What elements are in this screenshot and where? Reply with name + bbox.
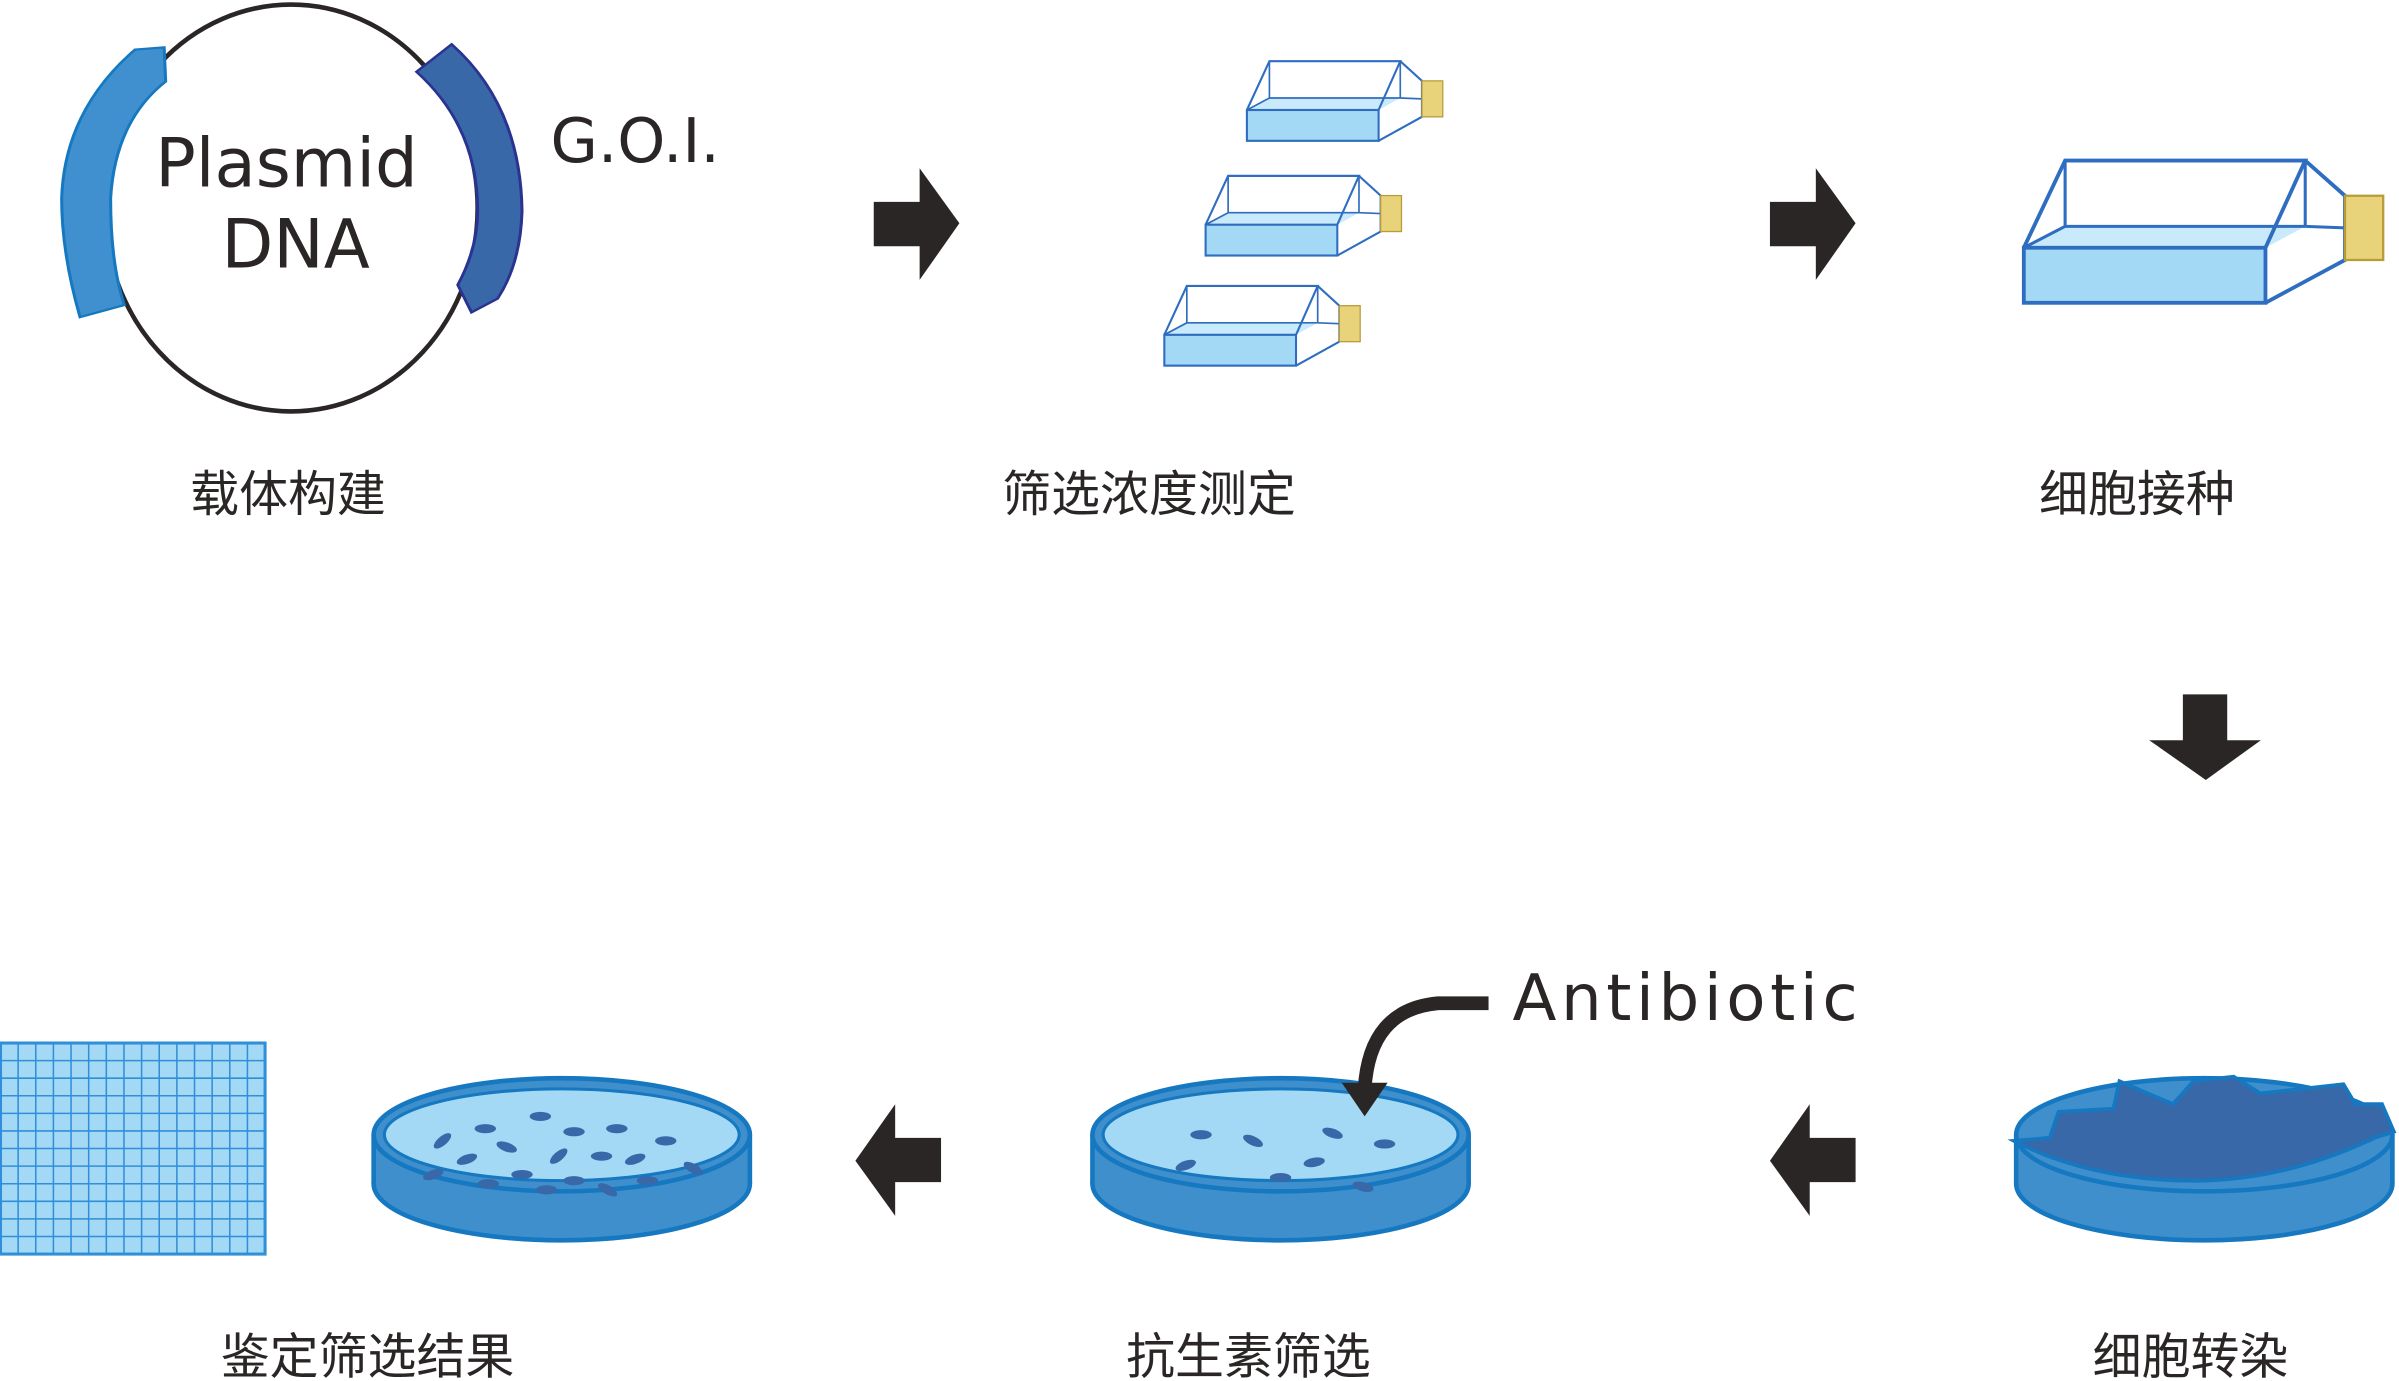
step-label-transfection: 细胞转染 bbox=[2093, 1328, 2289, 1381]
plasmid-marker-left bbox=[60, 46, 168, 319]
plasmid-label-dna: DNA bbox=[222, 206, 370, 284]
arrow-right-icon bbox=[873, 168, 960, 280]
arrow-left-icon bbox=[855, 1104, 942, 1216]
well-plate-grid bbox=[0, 1041, 267, 1256]
arrow-left-icon bbox=[1769, 1104, 1856, 1216]
plasmid-diagram: Plasmid DNA G.O.I. bbox=[60, 2, 720, 414]
antibiotic-arrowhead-icon bbox=[1341, 1082, 1388, 1117]
dish-selection-icon bbox=[1092, 1078, 1468, 1240]
arrow-right-icon bbox=[1769, 168, 1856, 280]
flask-icon bbox=[1204, 174, 1403, 257]
dish-transfected-icon bbox=[2007, 1074, 2397, 1241]
step-label-selection: 抗生素筛选 bbox=[1126, 1328, 1371, 1381]
antibiotic-label: Antibiotic bbox=[1512, 961, 1862, 1036]
flask-icon bbox=[1163, 284, 1362, 367]
dish-colonies-icon bbox=[374, 1078, 750, 1240]
step-label-seeding: 细胞接种 bbox=[2039, 466, 2235, 523]
goi-label: G.O.I. bbox=[550, 106, 719, 177]
step-label-vector: 载体构建 bbox=[190, 466, 386, 523]
flask-icon bbox=[1245, 60, 1444, 142]
plasmid-label: Plasmid bbox=[155, 125, 418, 203]
flask-icon bbox=[2021, 158, 2386, 305]
antibiotic-arrow bbox=[1357, 996, 1489, 1090]
arrow-down-icon bbox=[2149, 694, 2261, 780]
goi-marker bbox=[414, 42, 524, 315]
step-label-result: 鉴定筛选结果 bbox=[221, 1328, 515, 1381]
step-label-concentration: 筛选浓度测定 bbox=[1002, 466, 1296, 523]
